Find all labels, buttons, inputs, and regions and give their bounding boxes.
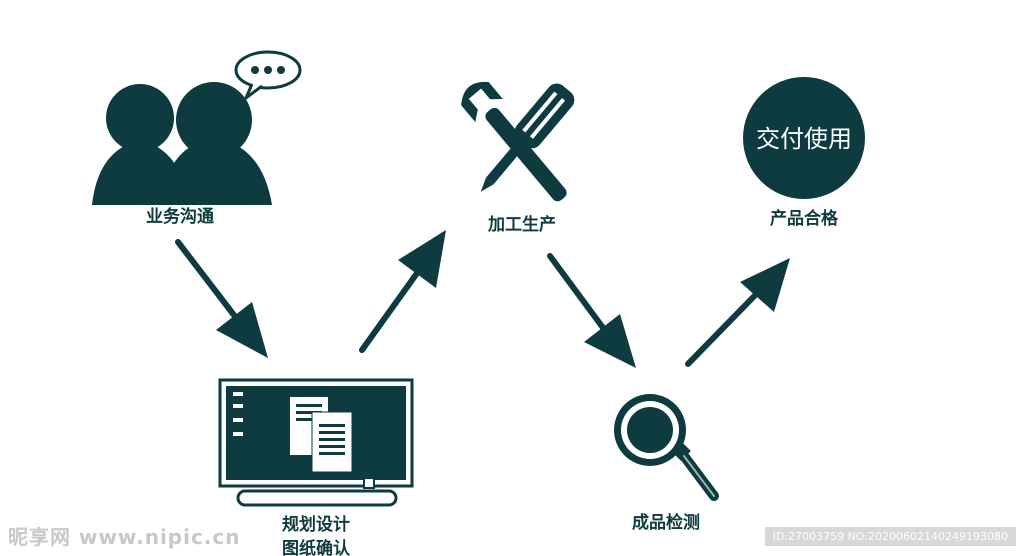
arrow-2 [359,230,446,353]
step-label-production: 加工生产 [487,214,556,235]
step-label-design-line2: 图纸确认 [282,538,351,556]
speech-bubble-icon [234,50,302,100]
arrow-4 [685,258,790,367]
people-with-speech-bubble-icon [92,50,302,205]
arrow-1 [175,239,268,358]
step-label-design-line1: 规划设计 [282,514,350,535]
monitor-documents-icon [218,378,414,507]
delivery-circle-text: 交付使用 [756,125,852,153]
watermark-left: 昵享网 www.nipic.cn [8,525,241,549]
magnifier-icon [614,394,719,501]
delivery-circle-icon [743,77,865,199]
wrench-screwdriver-icon [461,81,575,202]
arrow-3 [547,253,636,368]
step-label-inspection: 成品检测 [632,512,700,533]
step-label-delivery: 产品合格 [770,208,839,229]
watermark-right: ID:27003759 NO:20200602140249193080 [764,527,1016,546]
step-label-communication: 业务沟通 [146,206,214,227]
